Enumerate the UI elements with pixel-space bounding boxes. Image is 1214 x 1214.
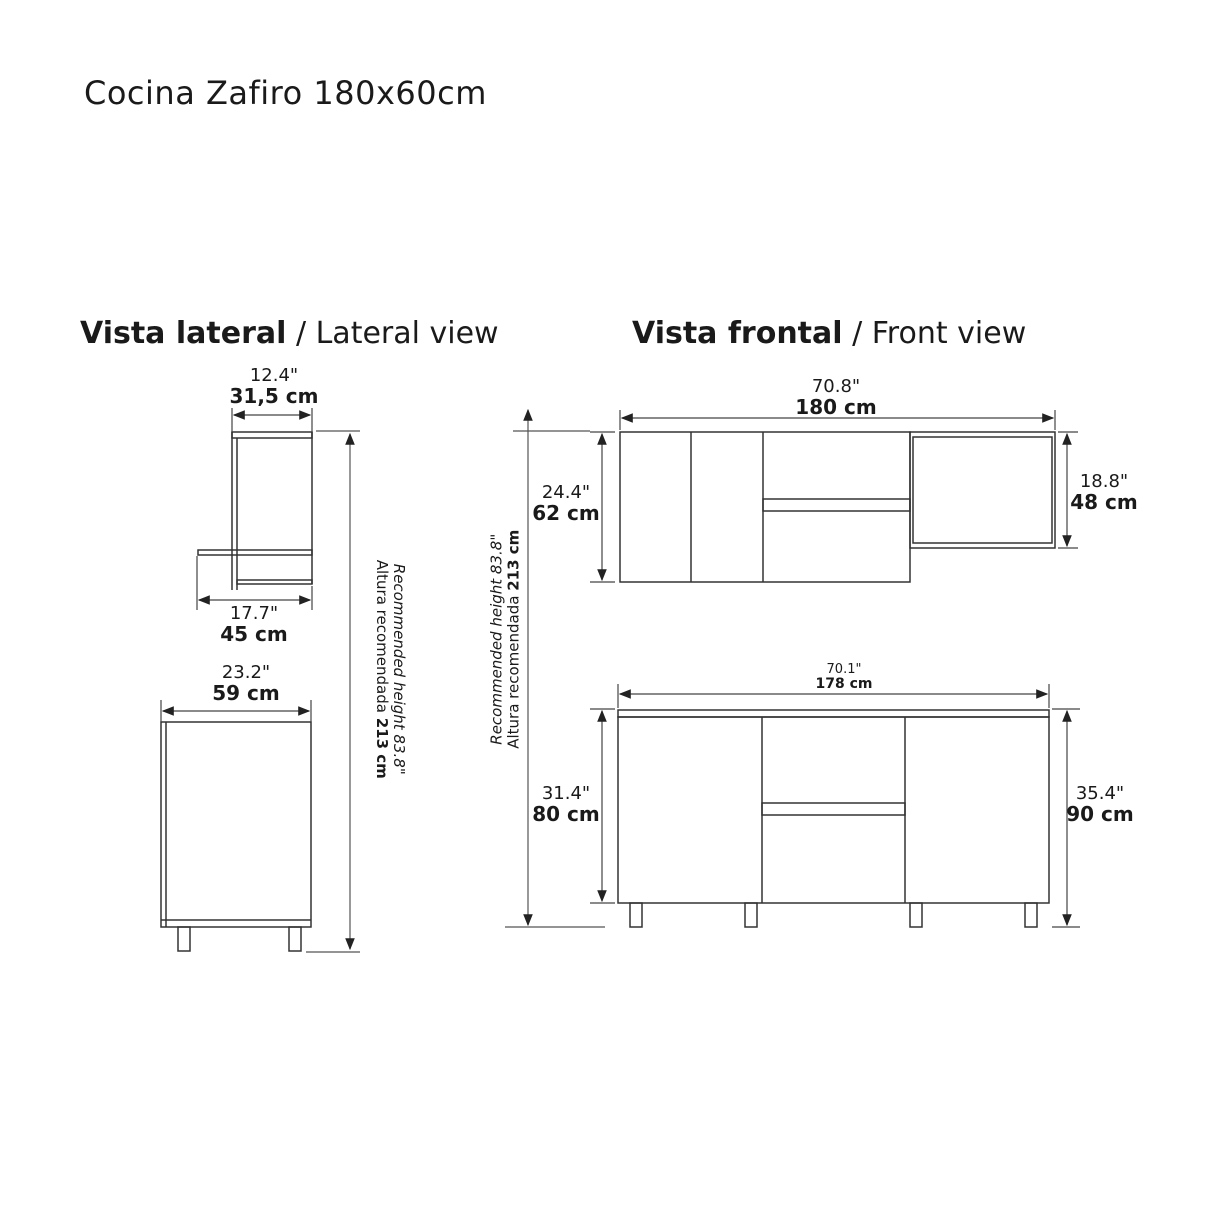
lateral-total-height-dimension (306, 430, 360, 953)
lateral-lower-depth-dimension (160, 700, 312, 722)
lateral-upper-depth-label: 12.4" 31,5 cm (229, 365, 319, 408)
front-total-height-dimension (505, 408, 605, 928)
front-upper-width-dimension (619, 410, 1056, 430)
front-open-shelf-height-dimension (1058, 431, 1078, 549)
front-recommended-height-label: Recommended height 83.8" Altura recomend… (487, 529, 523, 749)
lateral-heading-sep: / (286, 316, 316, 351)
front-lower-cabinets (617, 709, 1050, 928)
lateral-lower-cabinet (160, 721, 312, 952)
front-lower-body-height-dimension (590, 708, 615, 904)
lateral-heading-light: Lateral view (315, 316, 499, 351)
lateral-lower-depth-label: 23.2" 59 cm (212, 662, 280, 705)
front-lower-total-height-label: 35.4" 90 cm (1066, 783, 1134, 826)
lateral-upper-cabinet (197, 431, 313, 590)
front-heading-light: Front view (871, 316, 1027, 351)
page-title: Cocina Zafiro 180x60cm (84, 74, 487, 112)
lateral-shelf-depth-label: 17.7" 45 cm (220, 603, 288, 646)
lateral-heading-bold: Vista lateral (80, 316, 287, 351)
front-upper-width-label: 70.8" 180 cm (795, 376, 877, 419)
lateral-recommended-height-label: Recommended height 83.8" Altura recomend… (372, 559, 408, 779)
front-lower-body-height-label: 31.4" 80 cm (532, 783, 600, 826)
front-lower-width-dimension (617, 684, 1050, 708)
front-view-heading: Vista frontal / Front view (632, 316, 1026, 351)
lateral-view-heading: Vista lateral / Lateral view (80, 316, 499, 351)
front-lower-total-height-dimension (1052, 708, 1080, 928)
lateral-shelf-depth-dimension (196, 556, 313, 610)
front-lower-width-label: 70.1" 178 cm (815, 662, 873, 692)
front-heading-bold: Vista frontal (632, 316, 843, 351)
front-upper-height-dimension (590, 431, 615, 583)
front-upper-cabinets (619, 431, 1056, 583)
front-heading-sep: / (842, 316, 872, 351)
lateral-upper-depth-dimension (231, 408, 313, 432)
front-open-shelf-height-label: 18.8" 48 cm (1070, 471, 1138, 514)
front-upper-height-label: 24.4" 62 cm (532, 482, 600, 525)
